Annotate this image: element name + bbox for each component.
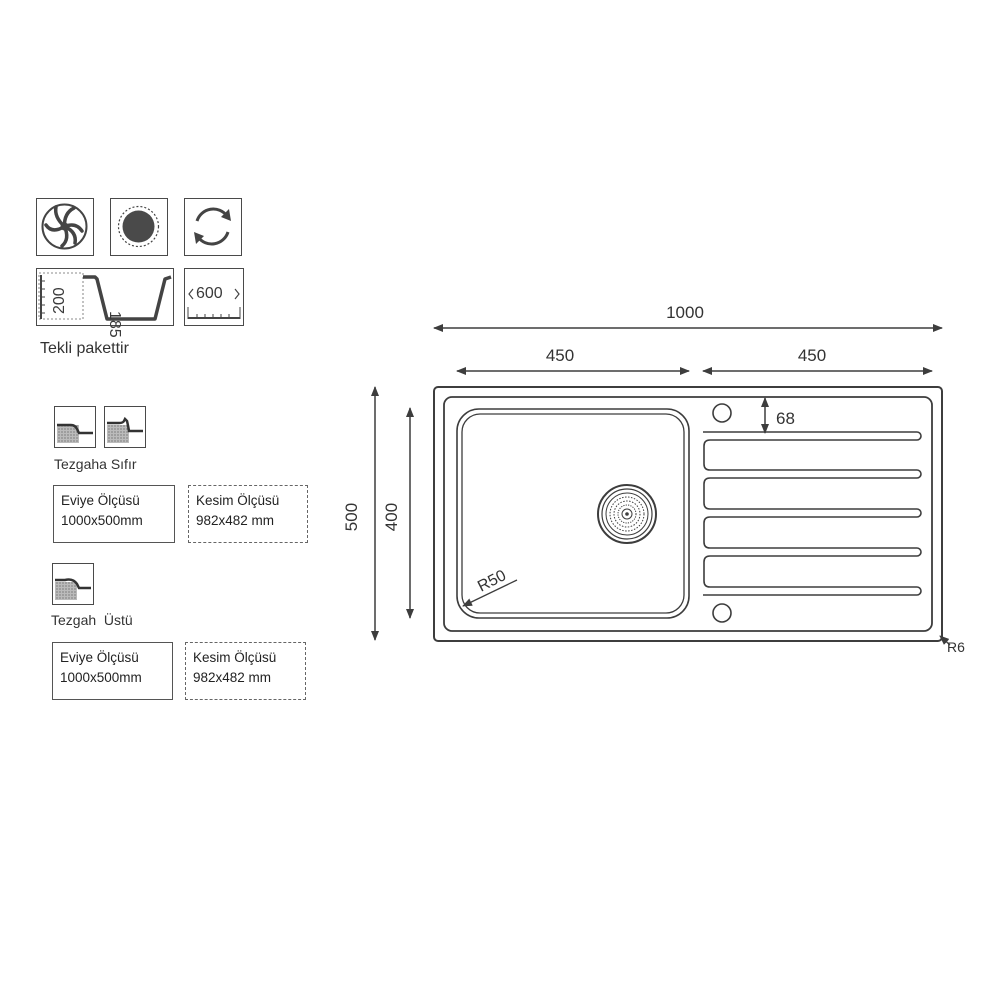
dim-bowl-height-label: 400 [382, 503, 401, 531]
flush-mount-icon-b [104, 406, 146, 448]
top-cutout-label: Kesim Ölçüsü [193, 650, 277, 665]
top-mount-icon [52, 563, 94, 605]
tap-hole-bottom [712, 603, 732, 623]
flush-sink-size-value: 1000x500mm [61, 513, 143, 528]
flush-mount-title: Tezgaha Sıfır [54, 456, 137, 472]
top-cutout-value: 982x482 mm [193, 670, 272, 685]
flush-cutout-label: Kesim Ölçüsü [196, 493, 280, 508]
cabinet-width-icon: 600 [184, 268, 244, 326]
drain-strainer [597, 484, 657, 544]
dim-total-width-label: 1000 [666, 303, 704, 322]
corner-radius-label: R6 [947, 639, 965, 655]
flush-mount-icon-a [54, 406, 96, 448]
top-sink-size-box: Eviye Ölçüsü 1000x500mm [52, 642, 173, 700]
corner-radius-arrow [939, 635, 951, 646]
depth-profile-icon: 200 185 [36, 268, 174, 338]
round-bowl-icon [110, 198, 168, 256]
vortex-drain-icon [36, 198, 94, 256]
sink-inner-outline [443, 396, 933, 632]
top-cutout-box: Kesim Ölçüsü 982x482 mm [185, 642, 306, 700]
dim-tap-offset-label: 68 [776, 409, 795, 428]
package-note: Tekli pakettir [40, 340, 129, 357]
drainer-ribs [703, 431, 922, 596]
flush-cutout-value: 982x482 mm [196, 513, 275, 528]
bowl-outline [456, 408, 690, 619]
reversible-icon [184, 198, 242, 256]
dim-bowl-width-label: 450 [546, 346, 574, 365]
top-sink-size-label: Eviye Ölçüsü [60, 650, 139, 665]
top-sink-size-value: 1000x500mm [60, 670, 142, 685]
top-mount-title: Tezgah Üstü [51, 612, 133, 628]
flush-sink-size-label: Eviye Ölçüsü [61, 493, 140, 508]
bowl-radius-arrow [462, 579, 518, 607]
cabinet-width-label: 600 [196, 285, 223, 302]
dim-total-height-label: 500 [342, 503, 361, 531]
tap-hole-top [712, 403, 732, 423]
flush-cutout-box: Kesim Ölçüsü 982x482 mm [188, 485, 308, 543]
bowl-inner-outline [461, 413, 685, 614]
dim-drainer-width-label: 450 [798, 346, 826, 365]
flush-sink-size-box: Eviye Ölçüsü 1000x500mm [53, 485, 175, 543]
sink-outer-outline [433, 386, 943, 642]
